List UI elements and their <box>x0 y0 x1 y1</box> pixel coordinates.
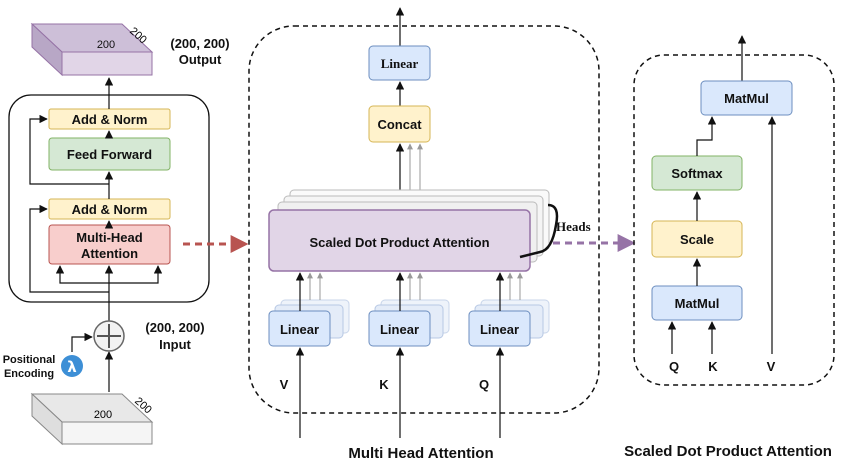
sdpa-input-q: Q <box>669 359 679 374</box>
sdpa-title: Scaled Dot Product Attention <box>624 443 832 460</box>
sdpa-block <box>268 209 531 272</box>
add-norm-top-label: Add & Norm <box>72 112 148 127</box>
sdpa-arrows <box>667 116 777 354</box>
linear-stack-v: Linear <box>268 299 350 347</box>
sdpa-matmul-top <box>700 80 793 116</box>
mha-input-k: K <box>379 377 389 392</box>
linear-stack-k: Linear <box>368 299 450 347</box>
input-block-front: 200 <box>94 409 112 421</box>
input-block: 200 200 <box>30 392 154 446</box>
sdpa-block-label: Scaled Dot Product Attention <box>309 235 489 250</box>
encoder-arrows <box>29 77 163 392</box>
mha-label-line1: Multi-Head <box>76 230 143 245</box>
feed-forward-label: Feed Forward <box>67 147 152 162</box>
lambda-symbol: λ <box>67 358 77 376</box>
linear-v-label: Linear <box>280 322 319 337</box>
mha-concat-label: Concat <box>377 117 422 132</box>
linear-q-label: Linear <box>480 322 519 337</box>
output-block: 200 200 <box>30 22 154 77</box>
pos-enc-label-line1: Positional <box>3 354 56 366</box>
mha-input-arrows <box>295 347 505 438</box>
mha-input-q: Q <box>479 377 489 392</box>
output-block-front: 200 <box>97 39 115 51</box>
output-label: Output <box>179 52 222 67</box>
sdpa-softmax-label: Softmax <box>671 166 723 181</box>
sdpa-matmul-bottom-label: MatMul <box>675 296 720 311</box>
linear-k-label: Linear <box>380 322 419 337</box>
heads-brace <box>519 203 559 259</box>
heads-label: Heads <box>556 219 591 234</box>
input-label: Input <box>159 337 191 352</box>
linear-stack-q: Linear <box>468 299 550 347</box>
sdpa-input-k: K <box>708 359 718 374</box>
mha-input-v: V <box>280 377 289 392</box>
linear-to-sdpa-arrows <box>295 272 523 311</box>
positional-encoding-icon: λ <box>61 355 83 377</box>
mha-title: Multi Head Attention <box>348 445 493 462</box>
sdpa-matmul-top-label: MatMul <box>724 91 769 106</box>
sdpa-input-v: V <box>767 359 776 374</box>
mha-linear-top <box>368 45 431 81</box>
mha-concat <box>368 105 431 143</box>
mha-label-line2: Attention <box>81 246 138 261</box>
input-shape: (200, 200) <box>145 320 204 335</box>
output-shape: (200, 200) <box>170 36 229 51</box>
add-operator-icon <box>93 320 125 352</box>
mha-container <box>248 25 600 414</box>
pos-enc-label-line2: Encoding <box>4 368 54 380</box>
mha-linear-top-label: Linear <box>381 56 419 71</box>
add-norm-bottom-label: Add & Norm <box>72 202 148 217</box>
sdpa-scale-label: Scale <box>680 232 714 247</box>
